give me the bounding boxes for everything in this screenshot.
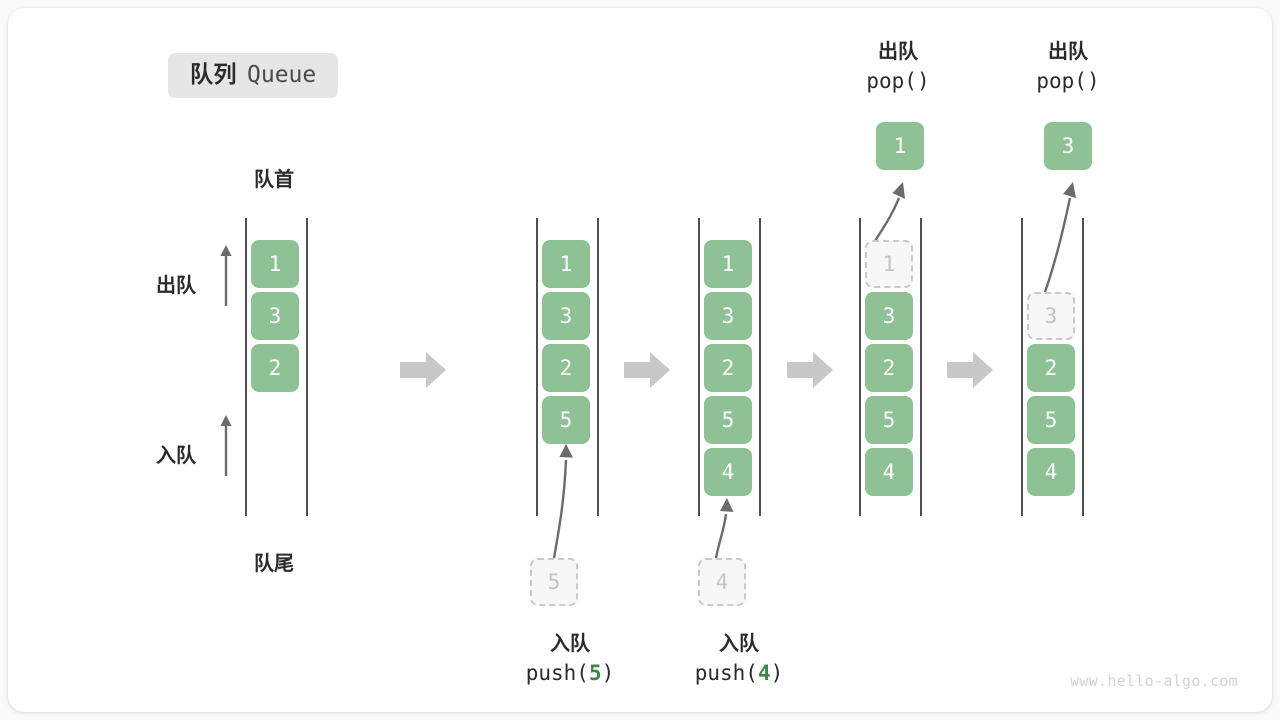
operation-label-line1: 入队 [719, 631, 759, 655]
pop-curve-arrow-icon-5 [1040, 182, 1076, 301]
queue-element: 2 [704, 344, 752, 392]
op-suffix: ) [770, 661, 784, 686]
operation-label-line2: pop() [1036, 68, 1099, 96]
queue-front-label: 队首 [254, 167, 294, 191]
queue-rail-left-4 [859, 218, 861, 516]
queue-element-new: 5 [542, 396, 590, 444]
queue-element: 1 [704, 240, 752, 288]
op-value: 4 [757, 661, 771, 686]
stage-transition-arrow-icon [400, 352, 446, 388]
queue-element-ghost: 5 [530, 558, 578, 606]
queue-element: 2 [542, 344, 590, 392]
operation-label-pop-3: 出队 pop() [1036, 38, 1099, 96]
op-value: 5 [588, 661, 602, 686]
stage-transition-arrow-icon [624, 352, 670, 388]
push-curve-arrow-icon-3 [714, 498, 734, 559]
enqueue-direction-arrow-icon [220, 415, 232, 476]
stage-transition-arrow-icon [947, 352, 993, 388]
queue-element-ghost: 1 [865, 240, 913, 288]
queue-element: 1 [251, 240, 299, 288]
dequeue-direction-arrow-icon [220, 245, 232, 306]
queue-element: 5 [865, 396, 913, 444]
queue-rear-label: 队尾 [254, 551, 294, 575]
queue-rail-right-1 [306, 218, 308, 516]
title-chinese: 队列 [190, 62, 237, 88]
queue-rail-right-4 [920, 218, 922, 516]
queue-rail-right-5 [1082, 218, 1084, 516]
queue-element: 5 [1027, 396, 1075, 444]
operation-label-line2: push(4) [695, 660, 784, 688]
operation-label-pop-1: 出队 pop() [866, 38, 929, 96]
op-prefix: pop( [866, 69, 917, 94]
op-prefix: push( [694, 661, 758, 686]
push-curve-arrow-icon-2 [552, 444, 573, 559]
queue-element: 4 [1027, 448, 1075, 496]
op-prefix: push( [525, 661, 589, 686]
operation-label-line2: pop() [866, 68, 929, 96]
site-watermark: www.hello-algo.com [1070, 672, 1238, 690]
queue-element: 3 [251, 292, 299, 340]
queue-element: 4 [865, 448, 913, 496]
diagram-title-badge: 队列 Queue [168, 53, 339, 98]
queue-element: 2 [251, 344, 299, 392]
queue-element-ghost: 3 [1027, 292, 1075, 340]
queue-rail-left-2 [536, 218, 538, 516]
queue-element-popped: 3 [1044, 122, 1092, 170]
pop-curve-arrow-icon-4 [870, 182, 905, 247]
queue-rail-right-3 [759, 218, 761, 516]
queue-element: 3 [542, 292, 590, 340]
diagram-card: 队列 Queue 队首 队尾 出队 入队 1 3 2 1 3 2 5 5 入队 p… [8, 8, 1272, 712]
operation-label-line1: 出队 [1047, 39, 1088, 63]
operation-label-push-5: 入队 push(5) [526, 630, 615, 688]
queue-element: 2 [865, 344, 913, 392]
queue-rail-left-3 [698, 218, 700, 516]
queue-element: 3 [865, 292, 913, 340]
queue-element: 3 [704, 292, 752, 340]
op-suffix: ) [916, 69, 930, 94]
queue-rail-left-1 [245, 218, 247, 516]
queue-element-ghost: 4 [698, 558, 746, 606]
enqueue-direction-label: 入队 [156, 443, 196, 467]
operation-label-line2: push(5) [526, 660, 615, 688]
title-english: Queue [247, 62, 317, 88]
queue-rail-right-2 [597, 218, 599, 516]
queue-element-new: 4 [704, 448, 752, 496]
queue-rail-left-5 [1021, 218, 1023, 516]
stage-transition-arrow-icon [787, 352, 833, 388]
dequeue-direction-label: 出队 [156, 273, 196, 297]
queue-element: 2 [1027, 344, 1075, 392]
operation-label-push-4: 入队 push(4) [695, 630, 784, 688]
op-prefix: pop( [1036, 69, 1087, 94]
queue-element: 5 [704, 396, 752, 444]
op-suffix: ) [601, 661, 615, 686]
operation-label-line1: 入队 [550, 631, 590, 655]
op-suffix: ) [1086, 69, 1100, 94]
queue-element-popped: 1 [876, 122, 924, 170]
queue-element: 1 [542, 240, 590, 288]
operation-label-line1: 出队 [877, 39, 918, 63]
